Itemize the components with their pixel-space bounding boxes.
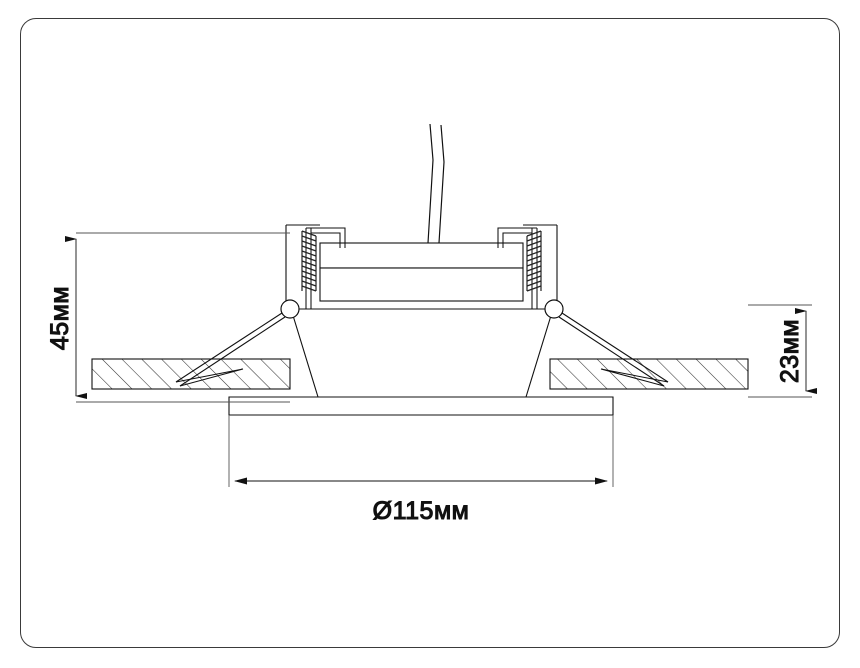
right-pivot-point xyxy=(544,299,564,319)
left-mounting-spring xyxy=(301,227,346,309)
right-ceiling-slab xyxy=(549,358,749,390)
left-ceiling-slab xyxy=(91,358,291,390)
trim-bezel-flange xyxy=(228,396,614,416)
lamp-housing-body xyxy=(285,224,558,398)
drawing-border-frame xyxy=(20,18,840,648)
left-pivot-point xyxy=(280,299,300,319)
dimension-height-45 xyxy=(65,232,290,403)
left-spring-arm xyxy=(175,312,286,387)
dimension-label-23: 23мм xyxy=(776,319,804,383)
dimension-label-115: Ø115мм xyxy=(373,497,470,525)
right-spring-arm xyxy=(558,312,669,387)
dimension-label-45: 45мм xyxy=(46,286,74,350)
dimension-depth-23 xyxy=(748,304,817,398)
power-cable xyxy=(427,123,445,244)
dimension-diameter-115 xyxy=(228,415,614,487)
right-mounting-spring xyxy=(497,227,542,309)
